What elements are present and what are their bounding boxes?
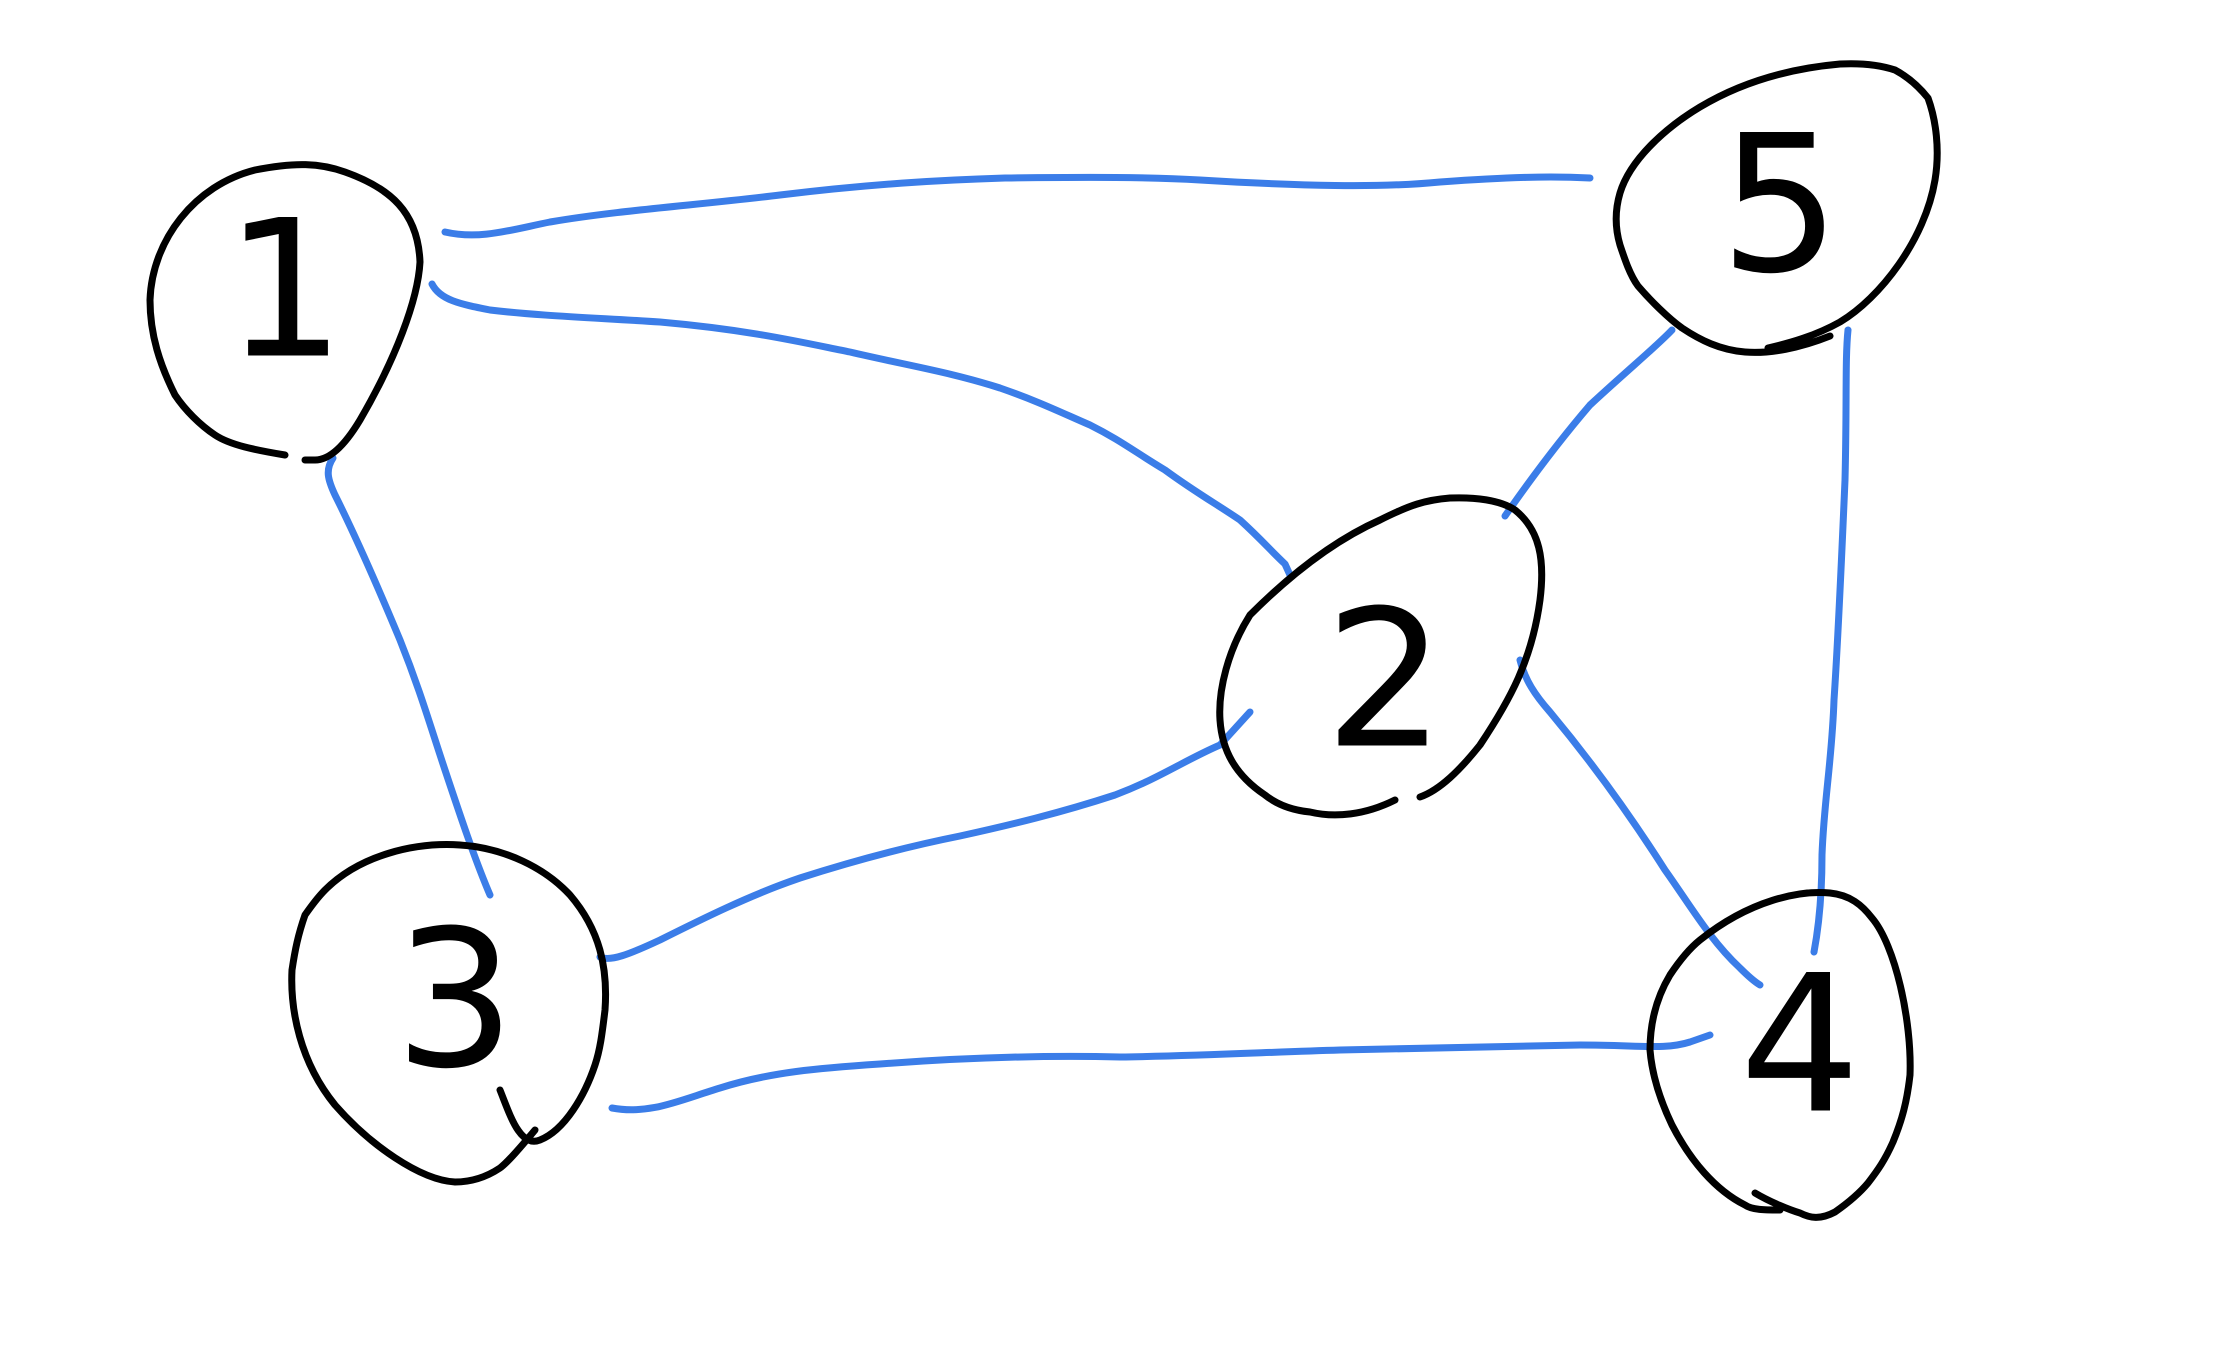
edge-1-5 — [441, 173, 1594, 239]
node-2-outline — [1216, 494, 1546, 819]
edge-2-4 — [1516, 656, 1764, 989]
node-3-label: 3 — [395, 890, 516, 1111]
edge-4-5 — [1810, 326, 1852, 956]
node-5-outline — [1612, 60, 1941, 356]
nodes-layer: 1 2 3 4 5 — [146, 60, 1941, 1221]
edge-3-4 — [608, 1031, 1714, 1114]
edge-2-3 — [596, 708, 1254, 962]
node-2-label: 2 — [1325, 570, 1446, 791]
edges-layer — [324, 173, 1852, 1114]
edge-1-3 — [324, 454, 494, 899]
node-1: 1 — [146, 161, 424, 464]
node-2: 2 — [1216, 494, 1546, 819]
node-3-outline — [288, 841, 610, 1186]
edge-2-5 — [1501, 326, 1676, 520]
node-5: 5 — [1612, 60, 1941, 356]
node-3: 3 — [288, 841, 610, 1186]
node-4-outline — [1646, 889, 1914, 1221]
node-4: 4 — [1646, 889, 1914, 1221]
node-5-label: 5 — [1720, 95, 1841, 316]
node-1-outline — [146, 161, 424, 464]
node-4-label: 4 — [1740, 935, 1861, 1156]
node-1-label: 1 — [225, 180, 346, 401]
edge-1-2 — [428, 280, 1294, 579]
